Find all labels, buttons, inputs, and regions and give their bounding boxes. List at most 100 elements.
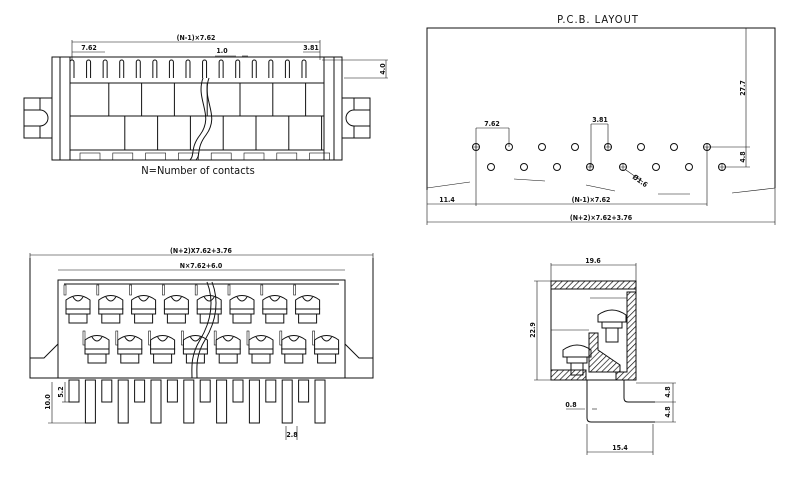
contacts-note: N=Number of contacts: [141, 164, 254, 177]
screw-head: [314, 335, 340, 350]
terminal-screw: [312, 330, 340, 364]
front-view: (N+2)X7.62+3.76 N×7.62+6.0 10.0 5.2 2.8: [29, 247, 374, 440]
screw-clamp: [265, 313, 285, 324]
screw-slot: [321, 336, 333, 342]
screw-clamp: [166, 313, 186, 324]
side-top-cover: [550, 280, 637, 290]
screw-slot: [189, 336, 201, 342]
screw-head: [131, 295, 157, 310]
dim-pcb-span: (N-1)×7.62: [572, 196, 611, 204]
terminal-screw: [227, 284, 255, 324]
screw-washer: [215, 348, 241, 355]
terminal-divider: [293, 284, 296, 296]
top-foot: [309, 152, 330, 161]
top-foot: [178, 152, 199, 161]
screw-washer: [229, 308, 255, 315]
pcb-outline: [426, 27, 776, 190]
dim-pcb-overall: (N+2)×7.62+3.76: [570, 214, 633, 222]
terminal-screw: [279, 330, 307, 364]
screw-slot: [302, 296, 314, 302]
dim-front-pin-short: 5.2: [57, 386, 65, 397]
terminal-divider: [194, 284, 198, 296]
screw-washer: [262, 308, 288, 315]
top-pin: [218, 59, 224, 78]
terminal-divider: [129, 284, 132, 296]
screw-washer: [131, 308, 157, 315]
long-pin: [314, 379, 326, 424]
dim-pcb-hole: Ø1.6: [631, 173, 650, 189]
screw-slot: [138, 296, 150, 302]
screw-head: [182, 335, 208, 350]
screw-slot: [91, 336, 103, 342]
screw-washer: [65, 308, 91, 315]
dim-side-depth: 15.4: [612, 444, 628, 452]
screw-slot: [157, 336, 169, 342]
dim-front-body: N×7.62+6.0: [180, 262, 223, 270]
top-pin: [284, 59, 290, 78]
side-view: 19.6 22.9 4.8 4.8 0.8 15.4: [529, 257, 676, 455]
screw-clamp: [153, 353, 173, 364]
dim-pcb-row-gap: 4.8: [739, 151, 747, 162]
screw-slot: [269, 296, 281, 302]
terminal-screw: [115, 330, 143, 364]
terminal-divider: [181, 330, 184, 346]
pcb-hole: [520, 163, 528, 171]
terminal-screw: [246, 330, 274, 364]
top-pin: [152, 59, 158, 78]
top-pin: [86, 59, 92, 78]
long-pin: [84, 379, 96, 424]
pcb-hole: [571, 143, 579, 151]
screw-washer: [117, 348, 143, 355]
long-pin: [281, 379, 293, 424]
top-pin: [235, 59, 241, 78]
screw-head: [163, 295, 189, 310]
screw-clamp: [251, 353, 271, 364]
side-pin-upper: [623, 380, 655, 403]
terminal-screw: [82, 330, 110, 364]
screw-slot: [236, 296, 248, 302]
screw-washer: [150, 348, 176, 355]
break-line: [189, 77, 207, 161]
pcb-hole: [553, 163, 561, 171]
pcb-hole-crosshair: [619, 163, 627, 171]
top-view: (N-1)×7.62 7.62 1.0 3.81 4.0 N=Number of…: [23, 34, 388, 177]
short-pin: [199, 379, 211, 403]
screw-clamp: [120, 353, 140, 364]
terminal-screw: [213, 330, 241, 364]
dim-top-offset: 3.81: [303, 44, 319, 52]
screw-washer: [98, 308, 124, 315]
top-body-outline: [51, 56, 343, 161]
side-screw-lower: [562, 344, 592, 376]
side-pin-lower: [586, 380, 655, 423]
terminal-screw: [129, 284, 157, 324]
screw-slot: [72, 296, 84, 302]
top-pin: [168, 59, 174, 78]
pcb-layout: P.C.B. LAYOUT 7.62 3.81 27.7 4.8 Ø1.6 11…: [426, 13, 776, 225]
screw-slot: [222, 336, 234, 342]
side-screw-upper: [597, 309, 627, 343]
dim-top-pitch: 7.62: [81, 44, 97, 52]
screw-head: [98, 295, 124, 310]
screw-clamp: [232, 313, 252, 324]
screw-clamp: [284, 353, 304, 364]
top-pin: [102, 59, 108, 78]
dim-front-pin-long: 10.0: [44, 394, 52, 410]
pcb-hole: [538, 143, 546, 151]
front-flange-outline: [29, 258, 374, 379]
terminal-screw: [63, 284, 91, 324]
pcb-hole: [487, 163, 495, 171]
screw-head: [295, 295, 321, 310]
dim-side-row-gap-2: 4.8: [664, 406, 672, 417]
screw-clamp: [87, 353, 107, 364]
left-mounting-flange: [23, 97, 52, 139]
screw-slot: [124, 336, 136, 342]
terminal-screw: [293, 284, 321, 324]
screw-head: [248, 335, 274, 350]
long-pin: [216, 379, 228, 424]
screw-head: [281, 335, 307, 350]
top-pin: [301, 59, 307, 78]
screw-washer: [295, 308, 321, 315]
top-pin: [135, 59, 141, 78]
short-pin: [134, 379, 146, 403]
